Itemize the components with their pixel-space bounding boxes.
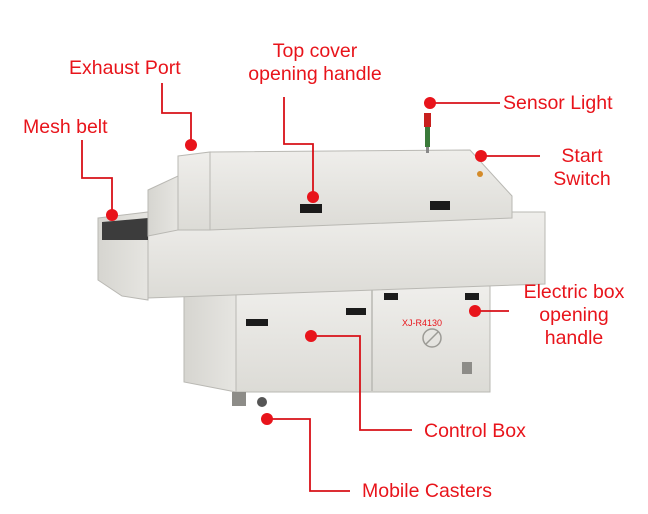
label-mesh-belt: Mesh belt [23,116,108,138]
label-electric-box-line1: Electric box [523,281,625,303]
upper-hood [147,149,513,237]
label-mobile-casters: Mobile Casters [362,480,493,502]
label-top-cover-line1: Top cover [272,40,358,62]
dot-electric-box [469,305,481,317]
label-exhaust-port: Exhaust Port [69,57,181,79]
cabinet-handle-right-b [465,293,479,300]
dot-exhaust-port [185,139,197,151]
oven-tunnel [97,211,546,301]
start-switch-button [477,171,483,177]
label-electric-box: Electric box opening handle [510,281,638,350]
cabinet-handle-mid [346,308,366,315]
dot-sensor-light [424,97,436,109]
label-electric-box-line2: opening [539,304,609,326]
label-control-box: Control Box [424,420,526,442]
callout-dots [106,97,487,425]
sensor-light-tower [424,113,431,153]
leader-control-box [311,335,412,431]
label-start-switch: Start Switch [542,145,622,191]
dot-mesh-belt [106,209,118,221]
label-start-switch-line2: Switch [553,168,611,190]
leader-mobile-casters [267,418,350,492]
warning-sticker-icon [422,328,442,348]
dot-start-switch [475,150,487,162]
mesh-belt-entrance [102,218,148,240]
leader-exhaust-port [161,83,192,143]
label-electric-box-line3: handle [544,327,604,349]
top-cover-handle-right [430,201,450,210]
cabinet-handle-right-a [384,293,398,300]
top-cover-handle-left [300,204,322,213]
cabinet-handle-left [246,319,268,326]
leader-mesh-belt [81,140,113,213]
label-top-cover: Top cover opening handle [234,40,396,86]
label-sensor-light: Sensor Light [503,92,613,114]
label-start-switch-line1: Start [561,145,603,167]
machine-nameplate: XJ-R4130 [402,318,443,328]
dot-control-box [305,330,317,342]
dot-mobile-casters [261,413,273,425]
label-top-cover-line2: opening handle [248,63,382,85]
leader-top-cover [283,97,314,195]
lower-cabinet [183,285,491,407]
dot-top-cover [307,191,319,203]
